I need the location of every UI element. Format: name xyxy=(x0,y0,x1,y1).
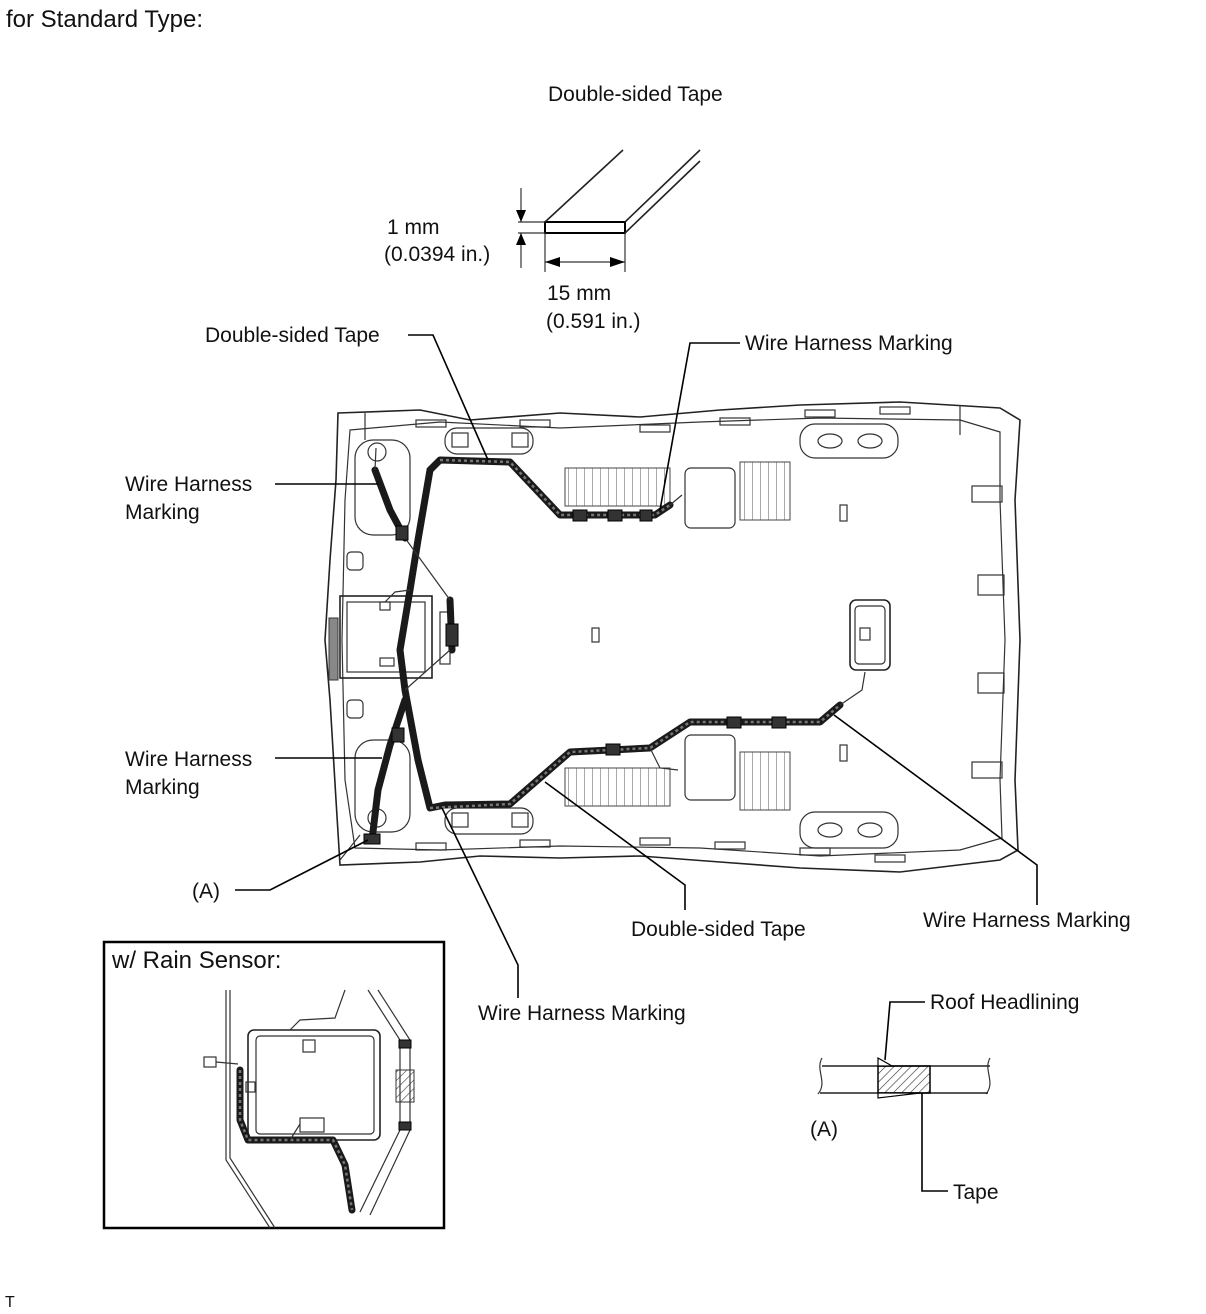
rain-sensor-inset: w/ Rain Sensor: xyxy=(102,940,446,1230)
callout-wire-harness-marking-left-bottom-1: Wire Harness xyxy=(125,748,252,771)
tape-edge-right xyxy=(624,149,701,223)
callout-double-sided-tape-bottom: Double-sided Tape xyxy=(631,918,806,941)
callout-wire-harness-marking-left-bottom-2: Marking xyxy=(125,776,200,799)
wire-harness-route xyxy=(363,447,866,845)
callout-double-sided-tape-top: Double-sided Tape xyxy=(205,324,380,347)
callout-wire-harness-marking-left-top-2: Marking xyxy=(125,501,200,524)
tape-dimension-detail: Double-sided Tape 1 mm (0.0394 in.) 15 m… xyxy=(384,83,723,333)
callouts: Double-sided Tape Wire Harness Marking W… xyxy=(125,324,1131,1025)
tape-edge-right-lower xyxy=(624,160,701,234)
section-tape-label: Tape xyxy=(953,1181,999,1204)
width-mm-label: 15 mm xyxy=(547,282,611,305)
tape-detail-title: Double-sided Tape xyxy=(548,83,723,106)
section-roof-headlining-label: Roof Headlining xyxy=(930,991,1079,1014)
callout-point-a: (A) xyxy=(192,880,220,903)
rain-sensor-inset-title: w/ Rain Sensor: xyxy=(111,947,281,974)
section-point-a-label: (A) xyxy=(810,1118,838,1141)
tape-edge-left xyxy=(544,149,624,223)
tape-section-hatched xyxy=(877,1065,931,1094)
callout-wire-harness-marking-bottom-center: Wire Harness Marking xyxy=(478,1002,686,1025)
callout-wire-harness-marking-left-top-1: Wire Harness xyxy=(125,473,252,496)
section-a-detail: Roof Headlining (A) Tape xyxy=(810,991,1079,1204)
footer-mark: T xyxy=(5,1294,15,1311)
tape-strip-section xyxy=(544,221,626,234)
width-in-label: (0.591 in.) xyxy=(546,310,641,333)
callout-wire-harness-marking-bottom-right: Wire Harness Marking xyxy=(923,909,1131,932)
callout-wire-harness-marking-top: Wire Harness Marking xyxy=(745,332,953,355)
roof-headlining-outline xyxy=(324,401,1021,873)
thickness-mm-label: 1 mm xyxy=(387,216,440,239)
thickness-in-label: (0.0394 in.) xyxy=(384,243,490,266)
page-heading: for Standard Type: xyxy=(6,6,203,33)
rain-sensor-inset-frame xyxy=(102,940,446,1230)
